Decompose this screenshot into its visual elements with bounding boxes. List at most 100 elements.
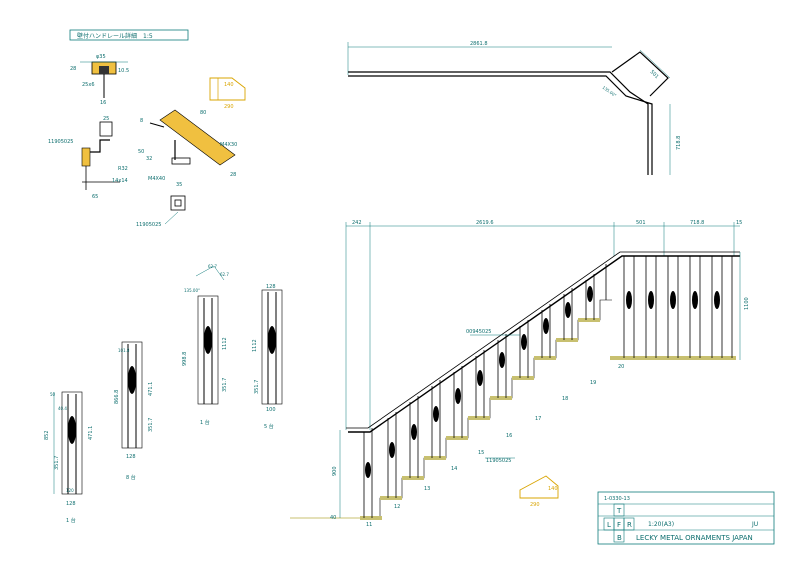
step-number: 13 (424, 486, 430, 492)
plate-code: 11905025 (136, 222, 161, 228)
top-length-side: 718.8 (676, 136, 682, 150)
angled-d8: 8 (140, 118, 143, 124)
bal1-dim: 351.7 (54, 456, 60, 470)
view-label-t: T (616, 507, 622, 515)
bal2-dim: 866.8 (114, 390, 120, 404)
angled-d32: 32 (146, 156, 152, 162)
step-number: 12 (394, 504, 400, 510)
rail-flatbar-label: 25x6 (82, 82, 95, 88)
bal1-dim: 120 (66, 488, 74, 493)
bracket-detail: 11905025 25 R32 14x14 65 (48, 116, 128, 200)
bal1-dim: 40.4 (58, 406, 67, 411)
view-label-r: R (627, 521, 632, 529)
elev-rail-code: 00945025 (466, 329, 491, 335)
bal3-dim: 62.7 (220, 272, 229, 277)
angled-d80: 80 (200, 110, 206, 116)
angled-bolt1: M4X30 (220, 142, 237, 148)
baluster-type-1: 50 40.4 852 471.1 351.7 120 128 1 台 (44, 391, 94, 524)
step-number: 17 (535, 416, 541, 422)
elev-base: 40 (330, 515, 336, 521)
step-number: 19 (590, 380, 596, 386)
step-number: 20 (618, 364, 624, 370)
rail-d16-label: 16 (100, 100, 106, 106)
bal3-label: 1 台 (200, 419, 210, 426)
bal4-dim: 351.7 (254, 380, 260, 394)
bracket-square: 14x14 (112, 178, 128, 184)
bal1-dim: 50 (50, 392, 56, 397)
company-name: LECKY METAL ORNAMENTS JAPAN (636, 534, 753, 542)
detail-title-box (69, 29, 189, 41)
bal3-dim: 351.7 (222, 378, 228, 392)
bal2-label: 8 台 (126, 474, 136, 481)
step-numbers: 11 12 13 14 15 16 17 18 19 20 (366, 364, 624, 528)
bal1-dim: 471.1 (88, 426, 94, 440)
bal4-width: 128 (266, 284, 276, 290)
drawing-scale: 1:20(A3) (648, 521, 674, 528)
bal3-dim: 135.00° (184, 288, 200, 293)
bal1-label: 1 台 (66, 517, 76, 524)
step-number: 15 (478, 450, 484, 456)
bal2-dim: 101.8 (118, 348, 130, 353)
elev-offset-left: 242 (352, 220, 362, 226)
baluster-type-4: 128 1112 351.7 100 5 台 (252, 284, 283, 430)
bal1-width: 128 (66, 501, 76, 507)
baluster-type-2: 101.8 866.8 471.1 351.7 128 8 台 (114, 341, 154, 481)
base-plate: 11905025 (136, 195, 186, 228)
elev-post-height: 900 (332, 466, 338, 476)
slope-top-2: 140 (548, 486, 558, 492)
bal4-label: 5 台 (264, 423, 274, 430)
top-angle: 135.00° (601, 85, 617, 98)
top-length-diag: 501 (649, 69, 660, 80)
bal4-dim: 100 (266, 407, 276, 413)
drawer-initials: JU (751, 521, 758, 528)
rail-section-detail: φ35 28 10.5 25x6 16 (70, 54, 129, 106)
bal2-width: 128 (126, 454, 136, 460)
step-number: 11 (366, 522, 372, 528)
detail-title: 壁付ハンドレール詳細 1:5 (77, 32, 153, 40)
slope-top-1: 140 (224, 82, 234, 88)
bal2-dim: 351.7 (148, 418, 154, 432)
balusters (363, 256, 733, 518)
slope-side-2: 290 (530, 502, 540, 508)
angled-d35: 35 (176, 182, 182, 188)
angled-rail-detail: 8 80 50 32 M4X30 M4X40 35 28 (138, 109, 237, 188)
step-number: 16 (506, 433, 512, 439)
drawing-number: 1-0330-13 (604, 496, 630, 502)
baluster-ornaments (365, 286, 720, 478)
bracket-r32: R32 (118, 166, 128, 172)
angled-d50: 50 (138, 149, 144, 155)
bal3-dim: 62.7 (208, 264, 217, 269)
rail-d28-label: 28 (70, 66, 76, 72)
bal3-dim: 1112 (222, 337, 228, 350)
bracket-d25: 25 (103, 116, 109, 122)
view-label-b: B (617, 534, 622, 542)
bracket-d65: 65 (92, 194, 98, 200)
angled-bolt2: M4X40 (148, 176, 165, 182)
step-number: 14 (451, 466, 457, 472)
rail-d105-label: 10.5 (118, 68, 129, 74)
bal2-dim: 471.1 (148, 382, 154, 396)
elev-end-run: 718.8 (690, 220, 704, 226)
elev-newel-code: 11905025 (486, 458, 511, 464)
step-number: 18 (562, 396, 568, 402)
stair-elevation: 242 2619.6 501 718.8 15 1100 (290, 220, 750, 528)
baluster-type-3: 62.7 62.7 135.00° 998.8 1112 351.7 1 台 (182, 264, 229, 426)
elev-landing: 501 (636, 220, 646, 226)
top-length-main: 2861.8 (470, 41, 488, 47)
slope-marker-2: 140 290 (519, 475, 559, 508)
slope-marker-1: 140 290 (209, 77, 246, 110)
view-label-l: L (607, 521, 611, 529)
top-view: 2861.8 501 718.8 135.00° (347, 41, 682, 175)
elev-run: 2619.6 (476, 220, 494, 226)
rail-diameter-label: φ35 (96, 54, 106, 60)
bal3-dim: 998.8 (182, 352, 188, 366)
bal1-dim: 852 (44, 430, 50, 440)
elev-rail-height: 1100 (744, 297, 750, 310)
slope-side-1: 290 (224, 104, 234, 110)
title-block: 1-0330-13 T L F R B 1:20(A3) JU LECKY ME… (597, 491, 775, 545)
elev-end-offset: 15 (736, 220, 742, 226)
bal4-dim: 1112 (252, 339, 258, 352)
angled-d28: 28 (230, 172, 236, 178)
view-label-f: F (617, 521, 621, 529)
